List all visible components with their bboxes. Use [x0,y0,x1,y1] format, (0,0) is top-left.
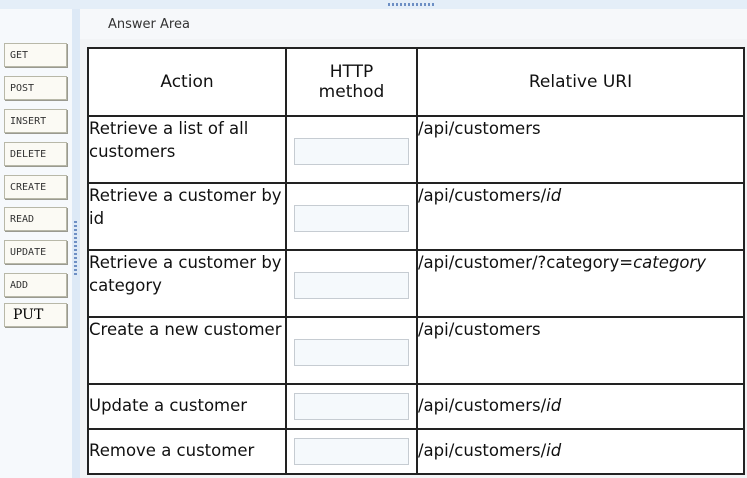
choices-pane: GET POST INSERT DELETE CREATE READ UPDAT… [0,9,72,478]
column-header-http-method: HTTP method [285,47,418,117]
action-cell: Update a customer [87,383,287,430]
column-header-relative-uri: Relative URI [416,47,745,117]
column-header-action: Action [87,47,287,117]
uri-variable: id [546,396,562,415]
choice-tile-delete[interactable]: DELETE [4,142,67,166]
method-drop-target[interactable] [294,339,409,366]
uri-text: /api/customers/ [418,396,547,415]
uri-cell: /api/customers/id [416,182,745,251]
table-row: Retrieve a list of all customers /api/cu… [87,115,745,184]
table-row: Retrieve a customer by id /api/customers… [87,182,745,251]
answer-area-title: Answer Area [80,9,747,39]
uri-cell: /api/customer/?category=category [416,249,745,318]
table-row: Retrieve a customer by category /api/cus… [87,249,745,318]
method-drop-target[interactable] [294,393,409,420]
choice-tile-read[interactable]: READ [4,207,67,231]
choice-tile-post[interactable]: POST [4,76,67,100]
method-drop-target[interactable] [294,272,409,299]
uri-cell: /api/customers/id [416,383,745,430]
uri-variable: id [546,441,562,460]
uri-text: /api/customers/ [418,441,547,460]
action-cell: Create a new customer [87,316,287,385]
splitter-grip-icon[interactable] [74,221,77,277]
table-row: Update a customer /api/customers/id [87,383,745,430]
table-row: Remove a customer /api/customers/id [87,428,745,475]
uri-text: /api/customers/ [418,186,547,205]
uri-cell: /api/customers [416,115,745,184]
uri-text: /api/customers [418,119,541,138]
top-splitter-bar[interactable] [0,0,747,9]
uri-cell: /api/customers [416,316,745,385]
uri-text: /api/customer/?category= [418,253,634,272]
action-cell: Remove a customer [87,428,287,475]
method-cell [285,428,418,475]
action-cell: Retrieve a customer by id [87,182,287,251]
uri-cell: /api/customers/id [416,428,745,475]
choice-tile-update[interactable]: UPDATE [4,240,67,264]
table-header-row: Action HTTP method Relative URI [87,47,745,117]
action-cell: Retrieve a customer by category [87,249,287,318]
method-drop-target[interactable] [294,138,409,165]
choice-tile-create[interactable]: CREATE [4,175,67,199]
method-drop-target[interactable] [294,438,409,465]
uri-text: /api/customers [418,320,541,339]
action-cell: Retrieve a list of all customers [87,115,287,184]
choice-tile-insert[interactable]: INSERT [4,109,67,133]
method-drop-target[interactable] [294,205,409,232]
table-row: Create a new customer /api/customers [87,316,745,385]
method-cell [285,383,418,430]
method-cell [285,316,418,385]
method-cell [285,249,418,318]
header-line: HTTP [329,62,374,82]
answer-table: Action HTTP method Relative URI Retrieve… [87,47,745,475]
choice-tile-get[interactable]: GET [4,43,67,67]
choice-tile-put[interactable]: PUT [4,303,67,327]
header-line: method [318,82,385,102]
uri-variable: id [546,186,562,205]
method-cell [285,115,418,184]
vertical-splitter[interactable] [72,9,80,478]
method-cell [285,182,418,251]
uri-variable: category [633,253,706,272]
choice-tile-add[interactable]: ADD [4,273,67,297]
splitter-grip-icon[interactable] [388,3,436,6]
